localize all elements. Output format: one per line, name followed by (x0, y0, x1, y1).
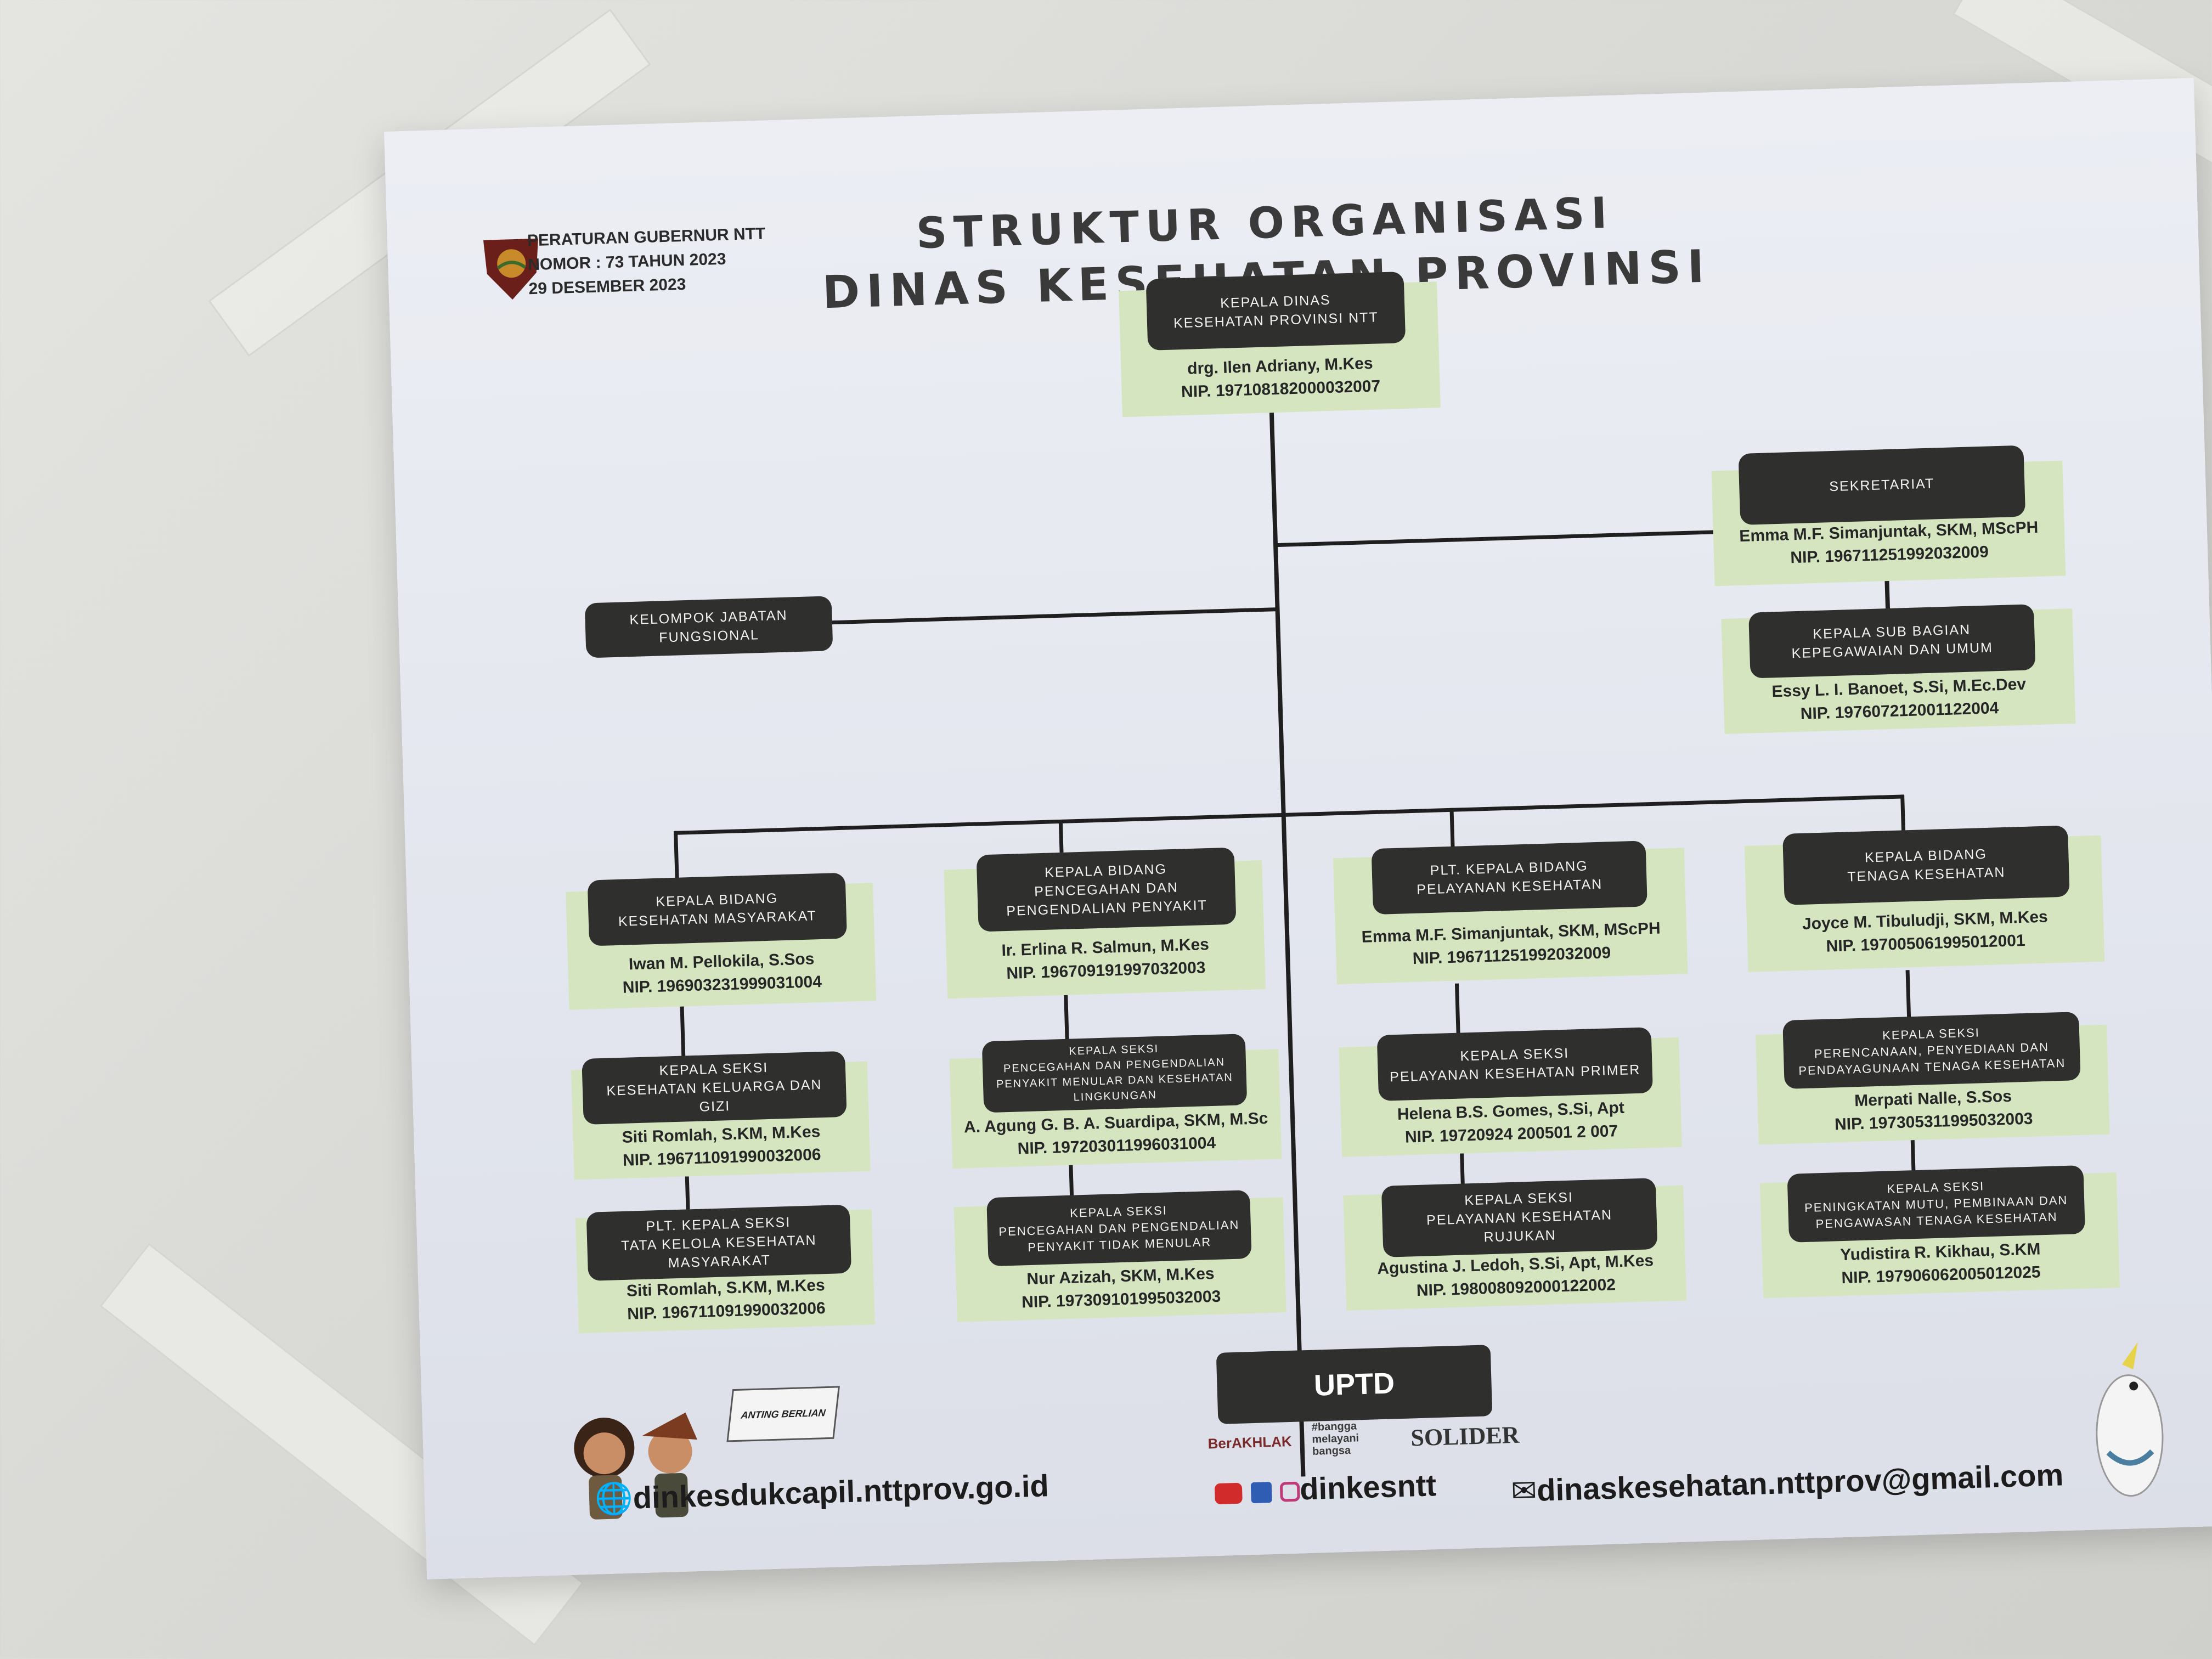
facebook-icon (1250, 1482, 1272, 1504)
connector-line (1275, 530, 1714, 548)
connector-line (826, 607, 1278, 625)
section-title: KEPALA SEKSI PELAYANAN KESEHATAN PRIMER (1376, 1027, 1653, 1101)
secretariat-title: SEKRETARIAT (1738, 445, 2026, 525)
bangga-melayani-badge: #bangga melayani bangsa (1311, 1420, 1359, 1458)
section-name: Siti Romlah, S.KM, M.Kes NIP. 1967110919… (626, 1276, 826, 1323)
cockatoo-mascot-icon (2096, 1342, 2164, 1497)
regulation-reference: PERATURAN GUBERNUR NTT NOMOR : 73 TAHUN … (527, 224, 766, 298)
section-title: KEPALA SEKSI PENCEGAHAN DAN PENGENDALIAN… (986, 1190, 1252, 1267)
connector-line (1269, 413, 1306, 1477)
connector-line (674, 831, 679, 883)
section-title: KEPALA SEKSI KESEHATAN KELUARGA DAN GIZI (582, 1051, 847, 1125)
division-title: PLT. KEPALA BIDANG PELAYANAN KESEHATAN (1371, 840, 1647, 915)
division-title: KEPALA BIDANG PENCEGAHAN DAN PENGENDALIA… (976, 847, 1237, 932)
instagram-icon (1279, 1481, 1300, 1502)
connector-line (1460, 1153, 1465, 1187)
connector-line (1058, 819, 1064, 853)
section-title: KEPALA SEKSI PENINGKATAN MUTU, PEMBINAAN… (1787, 1165, 2085, 1243)
connector-line (674, 794, 1903, 835)
division-title: KEPALA BIDANG TENAGA KESEHATAN (1782, 825, 2070, 905)
youtube-icon (1214, 1482, 1243, 1505)
mascot-children-icon (574, 1412, 697, 1520)
division-title: KEPALA BIDANG KESEHATAN MASYARAKAT (587, 872, 847, 946)
section-title: PLT. KEPALA SEKSI TATA KELOLA KESEHATAN … (586, 1204, 852, 1281)
section-title: KEPALA SEKSI PENCEGAHAN DAN PENGENDALIAN… (981, 1034, 1248, 1113)
functional-group-title: KELOMPOK JABATAN FUNGSIONAL (584, 596, 833, 658)
section-title: KEPALA SEKSI PERENCANAAN, PENYEDIAAN DAN… (1782, 1012, 2081, 1090)
globe-icon: 🌐 (594, 1480, 634, 1516)
head-title: KEPALA DINAS KESEHATAN PROVINSI NTT (1146, 271, 1406, 351)
berakhlak-badge: BerAKHLAK (1207, 1432, 1293, 1452)
org-chart-poster: PERATURAN GUBERNUR NTT NOMOR : 73 TAHUN … (384, 78, 2212, 1579)
connector-line (685, 1176, 690, 1210)
connector-line (1910, 1140, 1916, 1173)
mail-icon: ✉ (1510, 1472, 1538, 1509)
subbag-title: KEPALA SUB BAGIAN KEPEGAWAIAN DAN UMUM (1748, 604, 2036, 679)
division-name: Ir. Erlina R. Salmun, M.Kes NIP. 1967091… (1001, 935, 1210, 983)
connector-line (1069, 1165, 1074, 1198)
head-name: drg. Ilen Adriany, M.Kes NIP. 1971081820… (1181, 354, 1381, 402)
flag-text: ANTING BERLIAN (740, 1407, 826, 1421)
section-name: Siti Romlah, S.KM, M.Kes NIP. 1967110919… (622, 1122, 821, 1170)
social-handle[interactable]: dinkesntt (1214, 1467, 1437, 1509)
uptd-box: UPTD (1216, 1345, 1493, 1424)
email-link[interactable]: ✉dinaskesehatan.nttprov@gmail.com (1510, 1457, 2064, 1509)
solider-badge: SOLIDER (1410, 1421, 1520, 1452)
division-name: Iwan M. Pellokila, S.Sos NIP. 1969032319… (622, 950, 822, 997)
section-title: KEPALA SEKSI PELAYANAN KESEHATAN RUJUKAN (1381, 1178, 1658, 1257)
province-emblem-icon (483, 238, 538, 300)
flag-banner: ANTING BERLIAN (726, 1386, 840, 1442)
